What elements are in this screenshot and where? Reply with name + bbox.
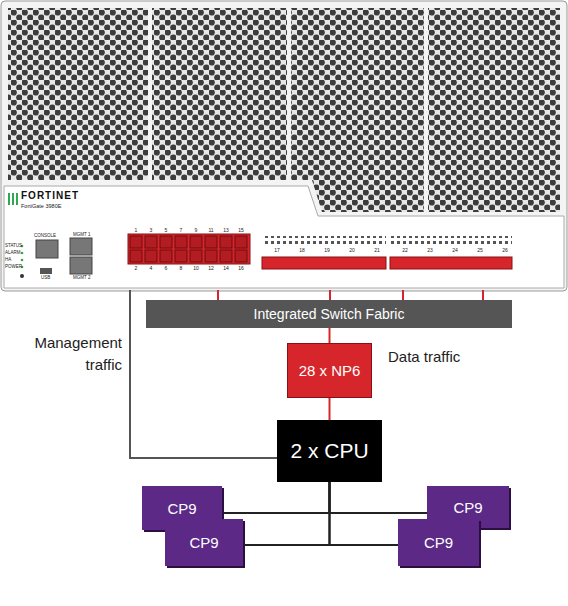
front-bezel (4, 186, 564, 288)
port-number: 19 (324, 247, 330, 253)
chassis (1, 1, 567, 291)
connector (222, 482, 330, 513)
np6-box: 28 x NP6 (287, 343, 372, 398)
panel-label: MGMT 1 (73, 232, 90, 237)
port-number: 22 (402, 247, 408, 253)
connector (330, 482, 399, 545)
port-number: 7 (180, 227, 183, 233)
port-slot (190, 250, 202, 262)
port-number: 16 (238, 265, 244, 271)
port-number: 5 (165, 227, 168, 233)
port-slot (205, 250, 217, 262)
port-number: 6 (165, 265, 168, 271)
logo-bars (8, 193, 18, 205)
port-slot (205, 236, 217, 248)
panel-label: CONSOLE (34, 233, 56, 238)
cp9-box: CP9 (165, 519, 243, 566)
port-slot (130, 250, 142, 262)
panel-label: ALARM (5, 250, 21, 255)
port-number: 8 (180, 265, 183, 271)
panel-label: STATUS (5, 243, 22, 248)
port-number: 25 (477, 247, 483, 253)
port-slot (190, 236, 202, 248)
port-number: 17 (274, 247, 280, 253)
cpu-box: 2 x CPU (277, 420, 382, 482)
port-number: 3 (150, 227, 153, 233)
switch-fabric-band: Integrated Switch Fabric (146, 300, 512, 328)
traffic-label: Management traffic (14, 332, 122, 376)
panel-label: POWER (5, 264, 22, 269)
panel-label: FORTINET (21, 190, 79, 201)
port-slot (160, 250, 172, 262)
qsfp-ports (262, 236, 512, 269)
connector (329, 328, 331, 343)
port-number: 13 (223, 227, 229, 233)
connector (243, 482, 330, 545)
connector (330, 482, 428, 513)
vent-mesh (8, 8, 560, 212)
port-number: 2 (135, 265, 138, 271)
cp9-box: CP9 (398, 519, 479, 566)
port-number: 21 (374, 247, 380, 253)
port-number: 20 (349, 247, 355, 253)
panel-label: MGMT 2 (73, 275, 90, 280)
status-leds (20, 245, 24, 278)
port-number: 9 (195, 227, 198, 233)
mgmt-ports (70, 238, 92, 274)
port-slot (220, 236, 232, 248)
port-number: 12 (208, 265, 214, 271)
port-number: 4 (150, 265, 153, 271)
port-slot (175, 236, 187, 248)
panel-label: USB (41, 275, 50, 280)
port-number: 26 (502, 247, 508, 253)
panel-label: FortiGate 3980E (21, 203, 61, 209)
traffic-label: Data traffic (388, 348, 460, 365)
port-number: 10 (193, 265, 199, 271)
node-text: CP9 (453, 499, 482, 516)
port-slot (145, 250, 157, 262)
node-text: CP9 (167, 500, 196, 517)
port-slot (235, 250, 247, 262)
port-number: 18 (299, 247, 305, 253)
port-slot (130, 236, 142, 248)
port-number: 1 (135, 227, 138, 233)
node-text: Integrated Switch Fabric (254, 306, 405, 322)
port-slot (160, 236, 172, 248)
port-number: 14 (223, 265, 229, 271)
port-number: 24 (452, 247, 458, 253)
node-text: 2 x CPU (290, 439, 368, 463)
port-slot (145, 236, 157, 248)
sfp-ports (128, 234, 250, 264)
port-slot (175, 250, 187, 262)
port-slot (235, 236, 247, 248)
port-number: 15 (238, 227, 244, 233)
node-text: CP9 (424, 534, 453, 551)
port-number: 11 (208, 227, 213, 233)
node-text: CP9 (189, 534, 218, 551)
node-text: 28 x NP6 (299, 362, 361, 379)
port-slot (220, 250, 232, 262)
console-port (36, 240, 58, 274)
panel-label: HA (5, 257, 11, 262)
port-number: 23 (427, 247, 433, 253)
connector (329, 398, 331, 420)
